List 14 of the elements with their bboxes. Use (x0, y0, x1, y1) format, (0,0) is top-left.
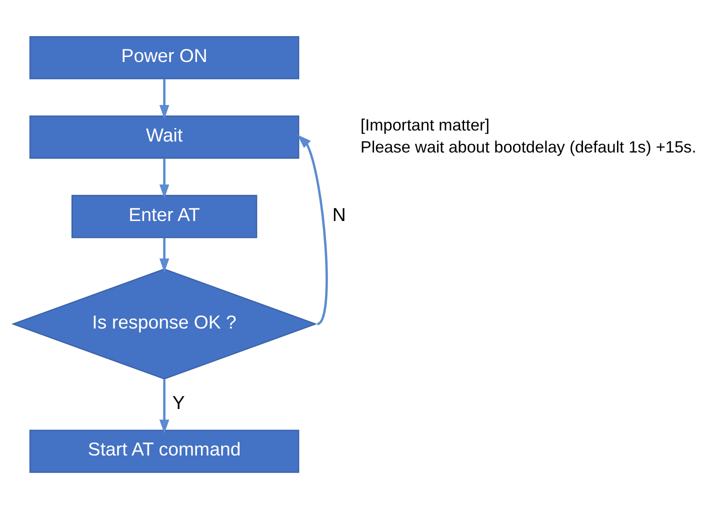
edge-label: N (332, 203, 346, 224)
arrow (159, 378, 170, 434)
node-box: Power ON (29, 36, 300, 79)
arrow (159, 237, 170, 272)
label: [Important matter] (360, 116, 490, 134)
arrow (159, 78, 170, 119)
node-box: Wait (29, 115, 300, 158)
arrow (159, 158, 170, 198)
node-box: Start AT command (29, 429, 300, 472)
edge-label: Y (172, 392, 185, 413)
label: Please wait about bootdelay (default 1s) +15s. (360, 138, 696, 156)
node-diamond: Is response OK ? (11, 268, 318, 380)
arrow (297, 134, 328, 324)
node-box: Enter AT (71, 194, 258, 238)
